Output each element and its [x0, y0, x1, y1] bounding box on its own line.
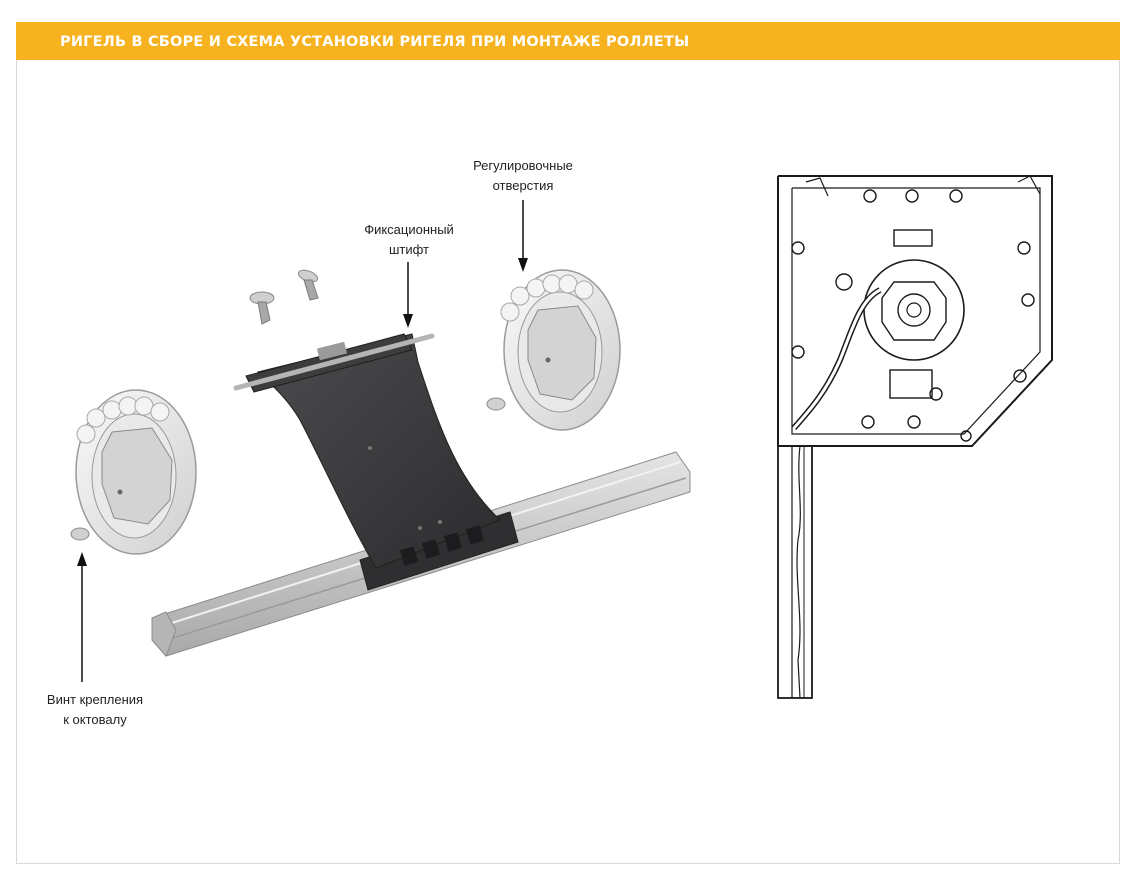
adjustment-ring-left: [75, 389, 197, 555]
label-fix-pin: Фиксационный штифт: [334, 220, 484, 260]
rigel-bracket: [233, 333, 519, 591]
label-screw: Винт крепления к октовалу: [20, 690, 170, 730]
screw-top-right: [297, 269, 319, 301]
arrow-down-icon: [518, 200, 528, 272]
arrow-down-icon: [403, 262, 413, 328]
arrow-up-icon: [77, 552, 87, 682]
label-fix-pin-line1: Фиксационный: [364, 222, 454, 237]
page-title: РИГЕЛЬ В СБОРЕ И СХЕМА УСТАНОВКИ РИГЕЛЯ …: [60, 34, 690, 50]
document-frame: [16, 22, 1120, 864]
label-adjust-holes: Регулировочные отверстия: [448, 156, 598, 196]
header-bar: РИГЕЛЬ В СБОРЕ И СХЕМА УСТАНОВКИ РИГЕЛЯ …: [16, 22, 1120, 60]
screw-small-left: [70, 527, 90, 541]
label-screw-line1: Винт крепления: [46, 692, 144, 707]
label-adjust-holes-line2: отверстия: [492, 178, 554, 193]
installation-scheme: [777, 175, 1053, 699]
label-fix-pin-line2: штифт: [388, 242, 429, 257]
label-screw-line2: к октовалу: [63, 712, 127, 727]
screw-top-left: [249, 291, 275, 325]
adjustment-ring-right: [500, 269, 621, 431]
screw-small-right: [486, 397, 506, 411]
label-adjust-holes-line1: Регулировочные: [473, 158, 573, 173]
